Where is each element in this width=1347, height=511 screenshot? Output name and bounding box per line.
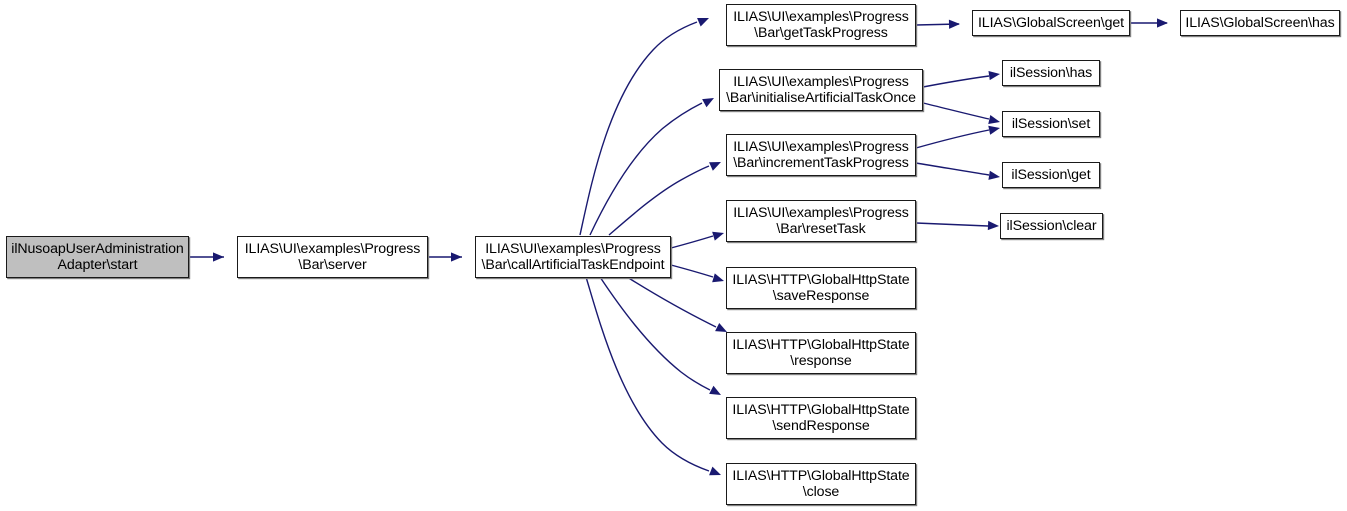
graph-edge-initialiseArtificialTaskOnce-to-ilSessionHas	[922, 71, 1000, 88]
graph-edge-callArtificialTaskEndpoint-to-resetTask	[670, 231, 724, 249]
arrowhead	[712, 273, 724, 283]
graph-node-label: ILIAS\HTTP\GlobalHttpState \response	[732, 336, 910, 370]
graph-node-label: ilSession\clear	[1006, 217, 1097, 234]
arrowhead	[988, 115, 1000, 124]
graph-edge-callArtificialTaskEndpoint-to-incrementTaskProgress	[608, 162, 721, 236]
graph-edge-callArtificialTaskEndpoint-to-close	[585, 276, 721, 476]
graph-edge-callArtificialTaskEndpoint-to-response	[626, 276, 727, 332]
graph-node-label: ilSession\set	[1011, 115, 1091, 132]
arrowhead	[213, 252, 224, 262]
graph-edge-callArtificialTaskEndpoint-to-initialiseArtificialTaskOnce	[589, 98, 714, 236]
graph-node-label: ILIAS\UI\examples\Progress \Bar\resetTas…	[733, 204, 909, 238]
graph-node-start[interactable]: ilNusoapUserAdministration Adapter\start	[6, 236, 189, 278]
arrowhead	[709, 385, 721, 395]
graph-node-label: ILIAS\UI\examples\Progress \Bar\callArti…	[481, 240, 665, 274]
arrowhead	[1157, 18, 1168, 28]
arrowhead	[712, 231, 724, 241]
arrowhead	[988, 71, 1000, 81]
graph-node-globalScreenHas[interactable]: ILIAS\GlobalScreen\has	[1180, 10, 1340, 36]
graph-edge-callArtificialTaskEndpoint-to-saveResponse	[670, 264, 724, 283]
graph-edge-server-to-callArtificialTaskEndpoint	[428, 252, 462, 262]
graph-edge-incrementTaskProgress-to-ilSessionGet	[915, 162, 1000, 180]
graph-edge-start-to-server	[189, 252, 224, 262]
graph-node-label: ilSession\get	[1011, 166, 1091, 183]
graph-edge-getTaskProgress-to-globalScreenGet	[915, 19, 960, 29]
arrowhead	[702, 98, 714, 108]
graph-node-server[interactable]: ILIAS\UI\examples\Progress \Bar\server	[237, 236, 428, 278]
graph-node-globalScreenGet[interactable]: ILIAS\GlobalScreen\get	[972, 10, 1130, 36]
graph-node-label: ILIAS\UI\examples\Progress \Bar\server	[244, 240, 421, 274]
graph-edge-resetTask-to-ilSessionClear	[915, 220, 999, 231]
graph-node-label: ILIAS\UI\examples\Progress \Bar\initiali…	[726, 73, 916, 107]
graph-node-initialiseArtificialTaskOnce[interactable]: ILIAS\UI\examples\Progress \Bar\initiali…	[719, 69, 923, 111]
arrowhead	[988, 170, 1000, 180]
graph-node-saveResponse[interactable]: ILIAS\HTTP\GlobalHttpState \saveResponse	[726, 267, 916, 309]
graph-node-incrementTaskProgress[interactable]: ILIAS\UI\examples\Progress \Bar\incremen…	[726, 134, 916, 176]
graph-edge-callArtificialTaskEndpoint-to-getTaskProgress	[579, 18, 709, 236]
graph-edge-incrementTaskProgress-to-ilSessionSet	[915, 125, 1000, 149]
graph-node-response[interactable]: ILIAS\HTTP\GlobalHttpState \response	[726, 332, 916, 374]
graph-node-label: ILIAS\UI\examples\Progress \Bar\incremen…	[733, 138, 909, 172]
graph-node-label: ILIAS\GlobalScreen\has	[1185, 14, 1335, 31]
arrowhead	[709, 466, 721, 476]
graph-edge-globalScreenGet-to-globalScreenHas	[1130, 18, 1168, 28]
graph-node-label: ILIAS\HTTP\GlobalHttpState \saveResponse	[732, 271, 910, 305]
arrowhead	[948, 19, 960, 29]
graph-edge-callArtificialTaskEndpoint-to-sendResponse	[599, 276, 721, 395]
graph-node-label: ILIAS\HTTP\GlobalHttpState \sendResponse	[732, 401, 910, 435]
arrowhead	[988, 125, 1000, 135]
arrowhead	[697, 18, 709, 27]
graph-node-sendResponse[interactable]: ILIAS\HTTP\GlobalHttpState \sendResponse	[726, 397, 916, 439]
graph-node-label: ilSession\has	[1009, 64, 1093, 81]
graph-node-label: ilNusoapUserAdministration Adapter\start	[11, 240, 184, 274]
graph-node-getTaskProgress[interactable]: ILIAS\UI\examples\Progress \Bar\getTaskP…	[726, 4, 916, 46]
graph-node-resetTask[interactable]: ILIAS\UI\examples\Progress \Bar\resetTas…	[726, 200, 916, 242]
arrowhead	[709, 162, 721, 171]
graph-node-close[interactable]: ILIAS\HTTP\GlobalHttpState \close	[726, 463, 916, 505]
graph-node-callArtificialTaskEndpoint[interactable]: ILIAS\UI\examples\Progress \Bar\callArti…	[475, 236, 671, 278]
arrowhead	[451, 252, 462, 262]
graph-node-label: ILIAS\UI\examples\Progress \Bar\getTaskP…	[733, 8, 909, 42]
graph-node-ilSessionSet[interactable]: ilSession\set	[1002, 111, 1100, 137]
graph-node-ilSessionGet[interactable]: ilSession\get	[1002, 162, 1100, 188]
graph-node-ilSessionClear[interactable]: ilSession\clear	[1000, 213, 1103, 239]
graph-edge-initialiseArtificialTaskOnce-to-ilSessionSet	[922, 102, 1000, 124]
arrowhead	[987, 220, 999, 231]
graph-node-label: ILIAS\GlobalScreen\get	[977, 14, 1125, 31]
graph-node-ilSessionHas[interactable]: ilSession\has	[1002, 60, 1100, 86]
graph-node-label: ILIAS\HTTP\GlobalHttpState \close	[732, 467, 910, 501]
